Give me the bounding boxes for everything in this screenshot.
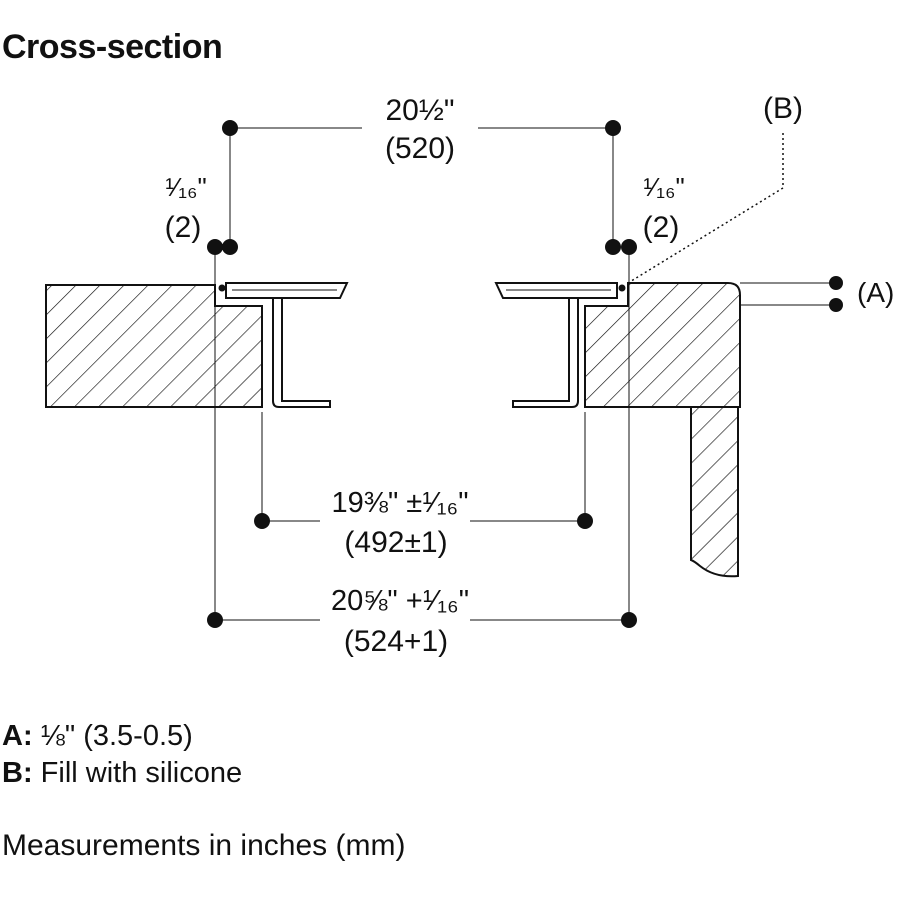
legend-text: Fill with silicone (40, 757, 243, 789)
cabinet-side-panel-section (690, 406, 739, 578)
dimension-lines (214, 127, 836, 621)
left-gap-mm-label: (2) (165, 211, 202, 244)
cutout-width-mm-label: (524+1) (344, 625, 448, 658)
silicone-dot-right (618, 284, 626, 292)
marker-b-label: (B) (763, 92, 803, 125)
legend-key: B: (2, 757, 33, 789)
marker-a-label: (A) (857, 277, 894, 308)
inner-width-mm-label: (492±1) (344, 526, 447, 559)
legend-key: A: (2, 720, 33, 752)
right-countertop-section (584, 282, 741, 408)
top-width-mm-label: (520) (385, 132, 455, 165)
inner-width-inches-label: 19⅜" ±¹⁄₁₆" (332, 487, 469, 519)
legend-item-b: B: Fill with silicone (2, 759, 242, 788)
legend-item-a: A: ⅛" (3.5-0.5) (2, 722, 193, 751)
legend-text: ⅛" (3.5-0.5) (40, 720, 193, 752)
top-width-inches-label: 20½" (385, 94, 454, 127)
cutout-width-inches-label: 20⅝" +¹⁄₁₆" (331, 585, 469, 617)
left-cooktop-frame (225, 282, 349, 408)
silicone-dot-left (218, 284, 226, 292)
left-gap-inches-label: ¹⁄₁₆" (165, 172, 207, 202)
dimension-dots (207, 120, 843, 628)
left-countertop-section (45, 284, 263, 408)
page-title: Cross-section (2, 28, 223, 66)
right-gap-inches-label: ¹⁄₁₆" (643, 172, 685, 202)
right-gap-mm-label: (2) (643, 211, 680, 244)
right-cooktop-frame (494, 282, 618, 408)
units-note: Measurements in inches (mm) (2, 829, 406, 862)
